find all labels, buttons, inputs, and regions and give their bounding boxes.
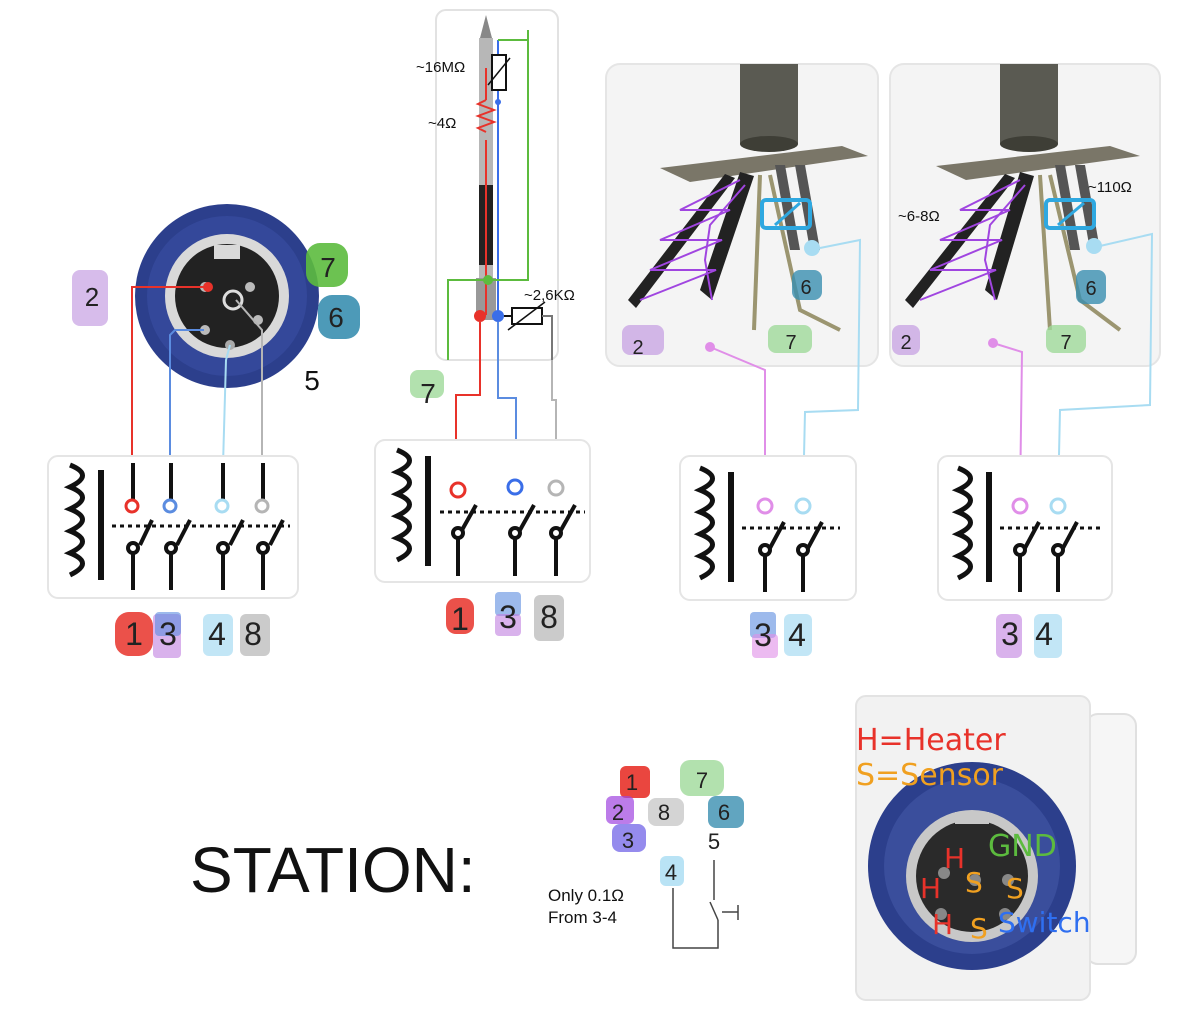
photo-s2: S	[1006, 872, 1024, 905]
relay-3-pin-labels: 3 4	[750, 612, 812, 658]
station-pin-7: 7	[696, 768, 708, 793]
handle-photo-a	[605, 63, 879, 367]
legend-heater: H=Heater	[856, 723, 1006, 758]
relay-1-label-a: 1	[125, 616, 143, 652]
legend-sensor: S=Sensor	[856, 758, 1004, 793]
relay-4-pin-labels: 3 4	[996, 614, 1062, 658]
relay-4-label-b: 4	[1035, 616, 1053, 652]
iron-heater-value: ~4Ω	[428, 115, 456, 132]
relay-3-label-a: 3	[754, 617, 772, 653]
station-pin-1: 1	[626, 770, 638, 795]
station-pin-4: 4	[665, 860, 677, 885]
photo-h1: H	[944, 842, 965, 875]
connector-photo	[855, 695, 1137, 1001]
handle-photo-b	[889, 63, 1161, 367]
station-pin-5: 5	[708, 829, 720, 854]
station-pin-diagram	[606, 760, 744, 886]
station-pin-3: 3	[622, 828, 634, 853]
station-pin-8: 8	[658, 800, 670, 825]
handle-b-pin-6: 6	[1085, 278, 1096, 300]
photo-h3: H	[932, 908, 953, 941]
iron-sensor-value: ~2,6KΩ	[524, 287, 575, 304]
relay-box-3	[679, 455, 857, 601]
wires-left	[131, 286, 263, 501]
relay-2-label-a: 1	[451, 601, 469, 637]
handle-b-heater-value: ~6-8Ω	[898, 208, 940, 225]
relay-1-pin-labels: 1 3 4 8	[115, 612, 270, 658]
pin-left-2-label: 2	[85, 282, 99, 312]
station-note-line1: Only 0.1Ω	[548, 886, 624, 905]
iron-thermistor-value: ~16MΩ	[416, 59, 465, 76]
handle-a-pin-6: 6	[800, 277, 811, 299]
relay-3-label-b: 4	[788, 617, 806, 653]
relay-2-label-b: 3	[499, 599, 517, 635]
relay-4-label-a: 3	[1001, 616, 1019, 652]
relay-2-label-c: 8	[540, 599, 558, 635]
station-note-line2: From 3-4	[548, 908, 617, 927]
photo-s1: S	[965, 866, 983, 899]
station-title: STATION:	[190, 834, 476, 906]
station-pin-2: 2	[612, 800, 624, 825]
station-switch-symbol	[672, 860, 739, 949]
connector-left	[135, 204, 319, 388]
relay-1-label-b: 3	[159, 616, 177, 652]
relay-box-4	[937, 455, 1113, 601]
relay-1-label-c: 4	[208, 616, 226, 652]
iron-panel	[435, 9, 559, 361]
pin-tag-left-2: 2	[72, 270, 108, 326]
photo-s3: S	[970, 912, 988, 945]
iron-pin-7-label: 7	[420, 378, 436, 409]
handle-b-switch-value: ~110Ω	[1088, 179, 1132, 196]
pin-tag-left-7: 7	[306, 243, 348, 287]
handle-a-pin-2: 2	[632, 337, 643, 359]
photo-gnd-label: GND	[988, 829, 1057, 864]
photo-switch-label: Switch	[998, 906, 1091, 939]
relay-1-label-d: 8	[244, 616, 262, 652]
pin-left-5-label: 5	[304, 365, 320, 396]
pin-left-6-label: 6	[328, 302, 344, 333]
pin-left-7-label: 7	[320, 252, 336, 283]
pin-tag-iron-7: 7	[410, 370, 444, 409]
relay-box-1	[47, 455, 299, 599]
relay-2-pin-labels: 1 3 8	[446, 592, 564, 641]
relay-box-2	[374, 439, 591, 583]
photo-h2: H	[920, 872, 941, 905]
station-pin-6: 6	[718, 800, 730, 825]
pin-tag-left-6: 6	[318, 295, 360, 339]
handle-a-pin-7: 7	[785, 332, 796, 354]
handle-b-pin-2: 2	[900, 332, 911, 354]
wires-handle-b	[992, 232, 1154, 501]
handle-b-pin-7: 7	[1060, 332, 1071, 354]
